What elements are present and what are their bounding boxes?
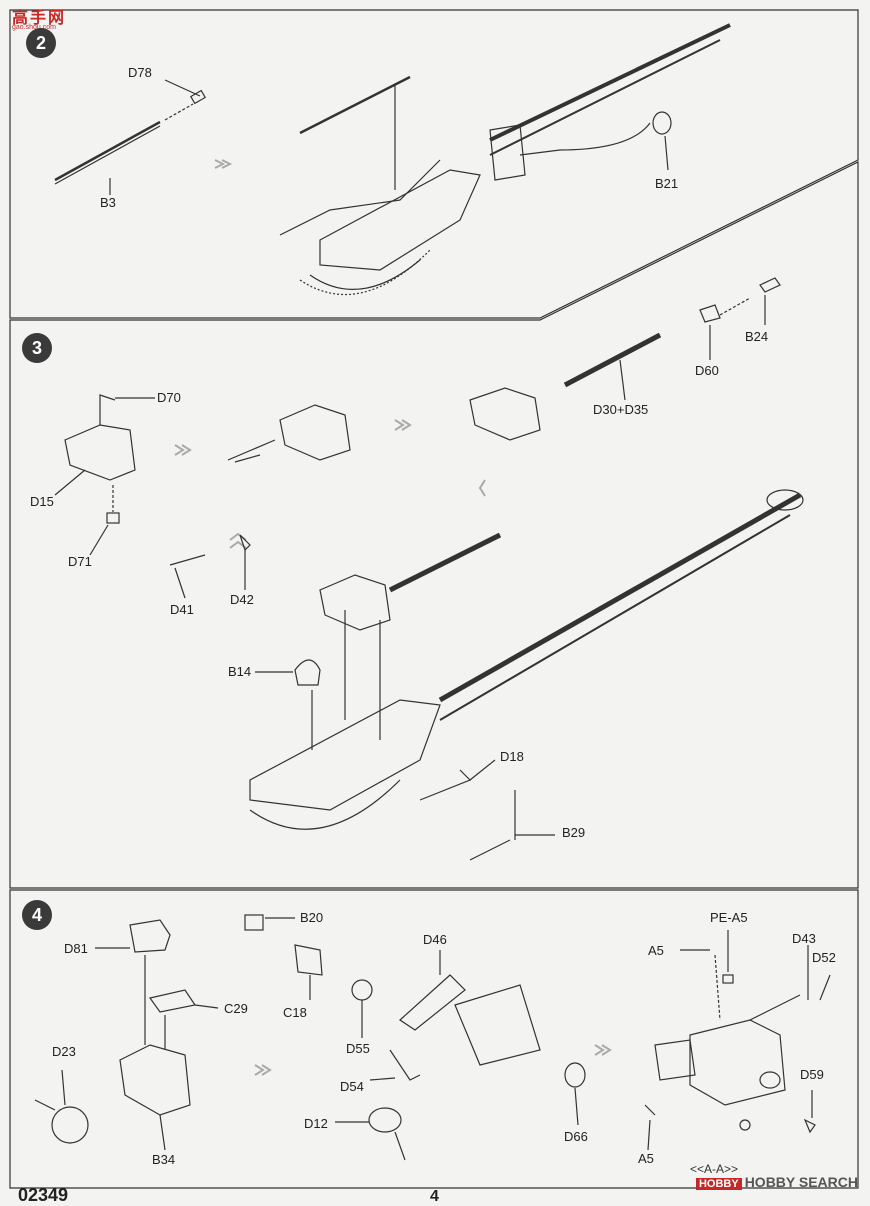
part-label: B20 <box>300 910 324 925</box>
part-label: B14 <box>228 664 252 679</box>
part-label: D23 <box>52 1044 76 1059</box>
watermark-badge: HOBBY <box>695 1178 742 1190</box>
part-label: B34 <box>152 1152 176 1167</box>
site-logo: 高手网 gao.shou.com <box>6 4 76 31</box>
part-label: D78 <box>128 65 152 80</box>
part-label: D54 <box>340 1079 364 1094</box>
part-label: D71 <box>68 554 92 569</box>
part-label: D52 <box>812 950 836 965</box>
step4-frame <box>9 889 859 1189</box>
part-label: D43 <box>792 931 816 946</box>
site-logo-url: gao.shou.com <box>12 24 56 31</box>
part-label: D46 <box>423 932 447 947</box>
part-label: PE-A5 <box>710 910 748 925</box>
part-label: B24 <box>745 329 769 344</box>
part-label: D60 <box>695 363 719 378</box>
part-label: D42 <box>230 592 254 607</box>
part-number: 02349 <box>18 1185 69 1205</box>
step-number-3: 3 <box>22 333 52 363</box>
part-label: D59 <box>800 1067 824 1082</box>
part-label: A5 <box>638 1151 654 1166</box>
part-label: C29 <box>224 1001 248 1016</box>
part-label: D18 <box>500 749 524 764</box>
part-label: D55 <box>346 1041 370 1056</box>
part-label: D81 <box>64 941 88 956</box>
part-label: B29 <box>562 825 586 840</box>
part-label: D15 <box>30 494 54 509</box>
step3-frame <box>9 161 859 889</box>
part-label: D12 <box>304 1116 328 1131</box>
part-label: B21 <box>655 176 679 191</box>
part-label: D66 <box>564 1129 588 1144</box>
step-number-4: 4 <box>22 900 52 930</box>
watermark-text: HOBBY SEARCH <box>744 1174 858 1190</box>
part-label: D30+D35 <box>593 402 649 417</box>
part-label: A5 <box>648 943 664 958</box>
site-logo-name: 高手网 <box>12 10 67 27</box>
part-label: C18 <box>283 1005 307 1020</box>
part-label: D70 <box>157 390 181 405</box>
part-label: B3 <box>100 195 116 210</box>
page-number: 4 <box>430 1188 439 1205</box>
section-note: <<A-A>> <box>690 1162 739 1176</box>
part-label: D41 <box>170 602 194 617</box>
step-number-2: 2 <box>26 28 56 58</box>
step2-frame <box>9 9 859 319</box>
